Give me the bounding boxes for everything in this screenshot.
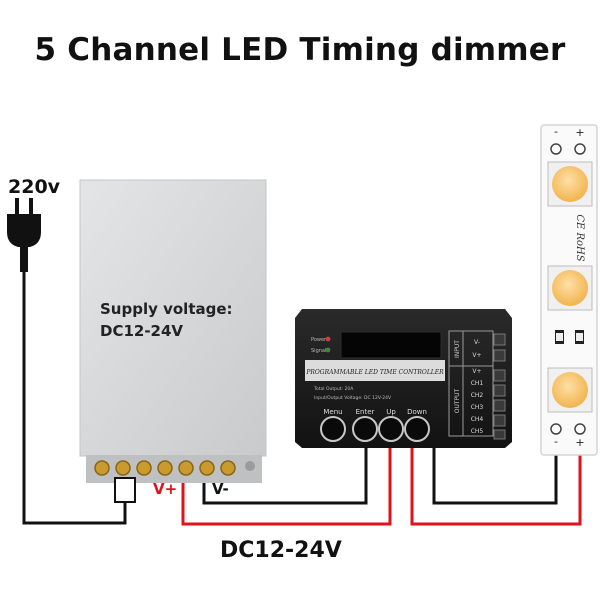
strip-plus-top: + [575,126,584,139]
psu-negative-wire [202,446,368,505]
enter-button-shape [352,416,378,442]
controller-screws [493,333,506,440]
menu-button-label: Menu [323,408,342,416]
spec-voltage-text: Input/Output Voltage: DC 12V-24V [314,395,392,401]
power-led [325,336,331,342]
plug-body [7,214,41,247]
supply-voltage-line-2: DC12-24V [100,322,184,340]
enter-button-label: Enter [356,408,375,416]
power-supply [79,179,267,503]
supply-voltage-line-1: Supply voltage: [100,300,233,318]
led-negative-wire [432,432,558,505]
power-indicator-text: Power [311,337,327,343]
output-terminal-ch4: CH4 [471,416,484,423]
strip-marking: CE RoHS [574,214,585,261]
negative-wires [22,270,558,525]
led-strip: CE RoHS - + - + [540,124,598,456]
output-terminal-ch3: CH3 [471,404,484,411]
controller-model-text: PROGRAMMABLE LED TIME CONTROLLER [305,369,444,376]
output-terminal-ch2: CH2 [471,392,484,399]
controller-display [340,331,442,359]
diagram-title: 5 Channel LED Timing dimmer [34,32,566,68]
positive-wires [181,432,582,526]
supply-voltage-text: Supply voltage: DC12-24V [100,298,233,342]
input-group-label: INPUT [454,340,461,358]
input-terminal-vplus: V+ [472,352,481,359]
led-chip-1 [552,166,588,202]
psu-positive-wire [181,446,392,526]
spec-output-text: Total Output: 20A [313,386,354,392]
plug-pin-left [15,198,19,216]
output-group-label: OUTPUT [454,388,461,413]
down-button-shape [404,416,430,442]
led-positive-wire [410,432,582,526]
terminal-frame [448,330,494,437]
psu-terminals [94,460,255,476]
psu-vplus-label: V+ [153,480,178,498]
menu-button-shape [320,416,346,442]
psu-vminus-label: V- [212,480,229,498]
plug-pin-right [29,198,33,216]
ac-terminal-cover [114,477,136,503]
output-terminal-vplus: V+ [472,368,481,375]
output-terminal-ch1: CH1 [471,380,484,387]
strip-minus-bottom: - [554,435,558,448]
strip-plus-bottom: + [575,436,584,449]
output-voltage-label: DC12-24V [220,538,342,563]
plug-neck [20,246,28,272]
controller-label-strip [305,360,445,381]
strip-pads [550,143,586,435]
controller: Power Signal PROGRAMMABLE LED TIME CONTR… [295,309,512,448]
input-terminal-vminus: V- [474,339,480,346]
led-chip-3 [552,372,588,408]
signal-led [325,347,331,353]
up-button-shape [378,416,404,442]
mains-plug [7,198,41,272]
mains-voltage-label: 220v [8,176,61,198]
up-button-label: Up [386,408,396,416]
output-terminal-ch5: CH5 [471,428,484,435]
mains-wire [22,270,127,525]
signal-indicator-text: Signal [311,348,326,354]
strip-minus-top: - [554,125,558,138]
down-button-label: Down [407,408,427,416]
led-chip-2 [552,270,588,306]
controller-buttons [320,416,430,442]
